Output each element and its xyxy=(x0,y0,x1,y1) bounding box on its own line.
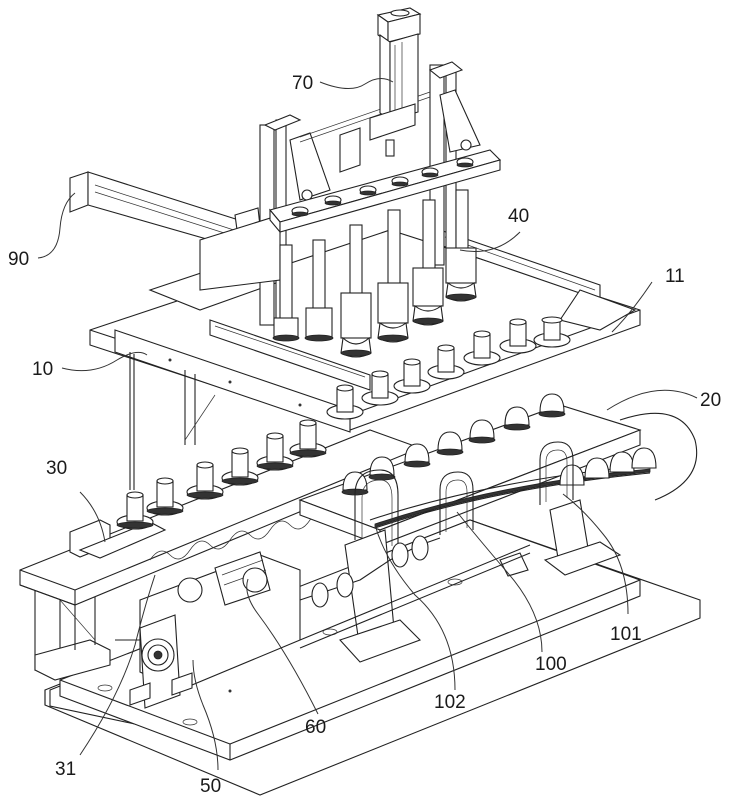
dome-cap xyxy=(436,431,464,456)
spindle xyxy=(393,358,431,394)
spindle xyxy=(499,318,537,354)
suction-heads xyxy=(272,189,477,358)
dome-cap xyxy=(503,406,531,431)
nut xyxy=(391,176,409,187)
leader-20 xyxy=(606,389,698,411)
leader-102 xyxy=(374,524,456,691)
leader-lines xyxy=(37,78,698,771)
upper-spindle-row xyxy=(326,316,571,420)
spindle xyxy=(116,491,154,530)
nut xyxy=(421,167,439,178)
bracket-101 xyxy=(539,441,622,576)
label-31: 31 xyxy=(55,759,76,780)
push-cylinder xyxy=(139,535,531,691)
spindle xyxy=(289,419,327,458)
label-40: 40 xyxy=(508,206,529,227)
chain-conveyor xyxy=(369,447,657,529)
leader-10 xyxy=(61,351,148,372)
label-10: 10 xyxy=(32,359,53,380)
leader-70 xyxy=(319,78,394,89)
suction-head xyxy=(272,244,300,342)
dome-cap xyxy=(468,419,496,444)
label-70: 70 xyxy=(292,73,313,94)
label-50: 50 xyxy=(200,776,221,797)
suction-head xyxy=(340,224,372,358)
spindle xyxy=(361,370,399,406)
leader-31 xyxy=(79,574,156,756)
conveyor-unit xyxy=(298,393,698,546)
nut xyxy=(359,185,377,196)
suction-head xyxy=(304,239,334,342)
spindle xyxy=(427,344,465,380)
motor-bearing xyxy=(115,614,193,709)
spindle xyxy=(533,316,571,348)
label-102: 102 xyxy=(434,692,466,713)
label-90: 90 xyxy=(8,249,29,270)
feeding-plate xyxy=(19,429,421,606)
leader-30 xyxy=(79,491,106,543)
reference-numerals: 70 90 40 11 10 20 30 101 100 102 60 31 5… xyxy=(8,73,721,797)
lower-spindle-row xyxy=(116,419,327,530)
suction-head xyxy=(412,199,444,326)
horizontal-cylinder xyxy=(69,171,281,291)
dome-cap xyxy=(631,447,657,469)
label-101: 101 xyxy=(610,624,642,645)
leader-11 xyxy=(611,281,653,333)
bracket-100 xyxy=(439,471,474,535)
leader-90 xyxy=(37,192,76,259)
dome-cap xyxy=(584,457,610,479)
label-100: 100 xyxy=(535,654,567,675)
left-frame-legs xyxy=(34,579,111,681)
leader-60 xyxy=(246,578,319,715)
dome-cap xyxy=(538,393,566,418)
spindle xyxy=(326,384,364,420)
leader-101 xyxy=(562,493,629,615)
spindle xyxy=(186,461,224,500)
label-20: 20 xyxy=(700,390,721,411)
dome-cap xyxy=(559,464,585,486)
spindle xyxy=(463,330,501,366)
leader-100 xyxy=(456,511,543,653)
spindle xyxy=(256,432,294,471)
label-60: 60 xyxy=(305,717,326,738)
spindle xyxy=(221,447,259,486)
dome-cap xyxy=(403,443,431,468)
leader-40 xyxy=(459,231,521,253)
leader-50 xyxy=(192,659,219,771)
nut xyxy=(291,206,309,217)
label-30: 30 xyxy=(46,458,67,479)
suction-head xyxy=(377,209,409,343)
label-11: 11 xyxy=(665,266,685,287)
spindle xyxy=(146,477,184,516)
nut xyxy=(456,157,474,168)
head-carrier-plate xyxy=(269,149,502,234)
bracket-102 xyxy=(339,469,421,663)
nut xyxy=(324,195,342,206)
suction-head xyxy=(445,189,477,302)
vertical-cylinder xyxy=(369,7,422,157)
